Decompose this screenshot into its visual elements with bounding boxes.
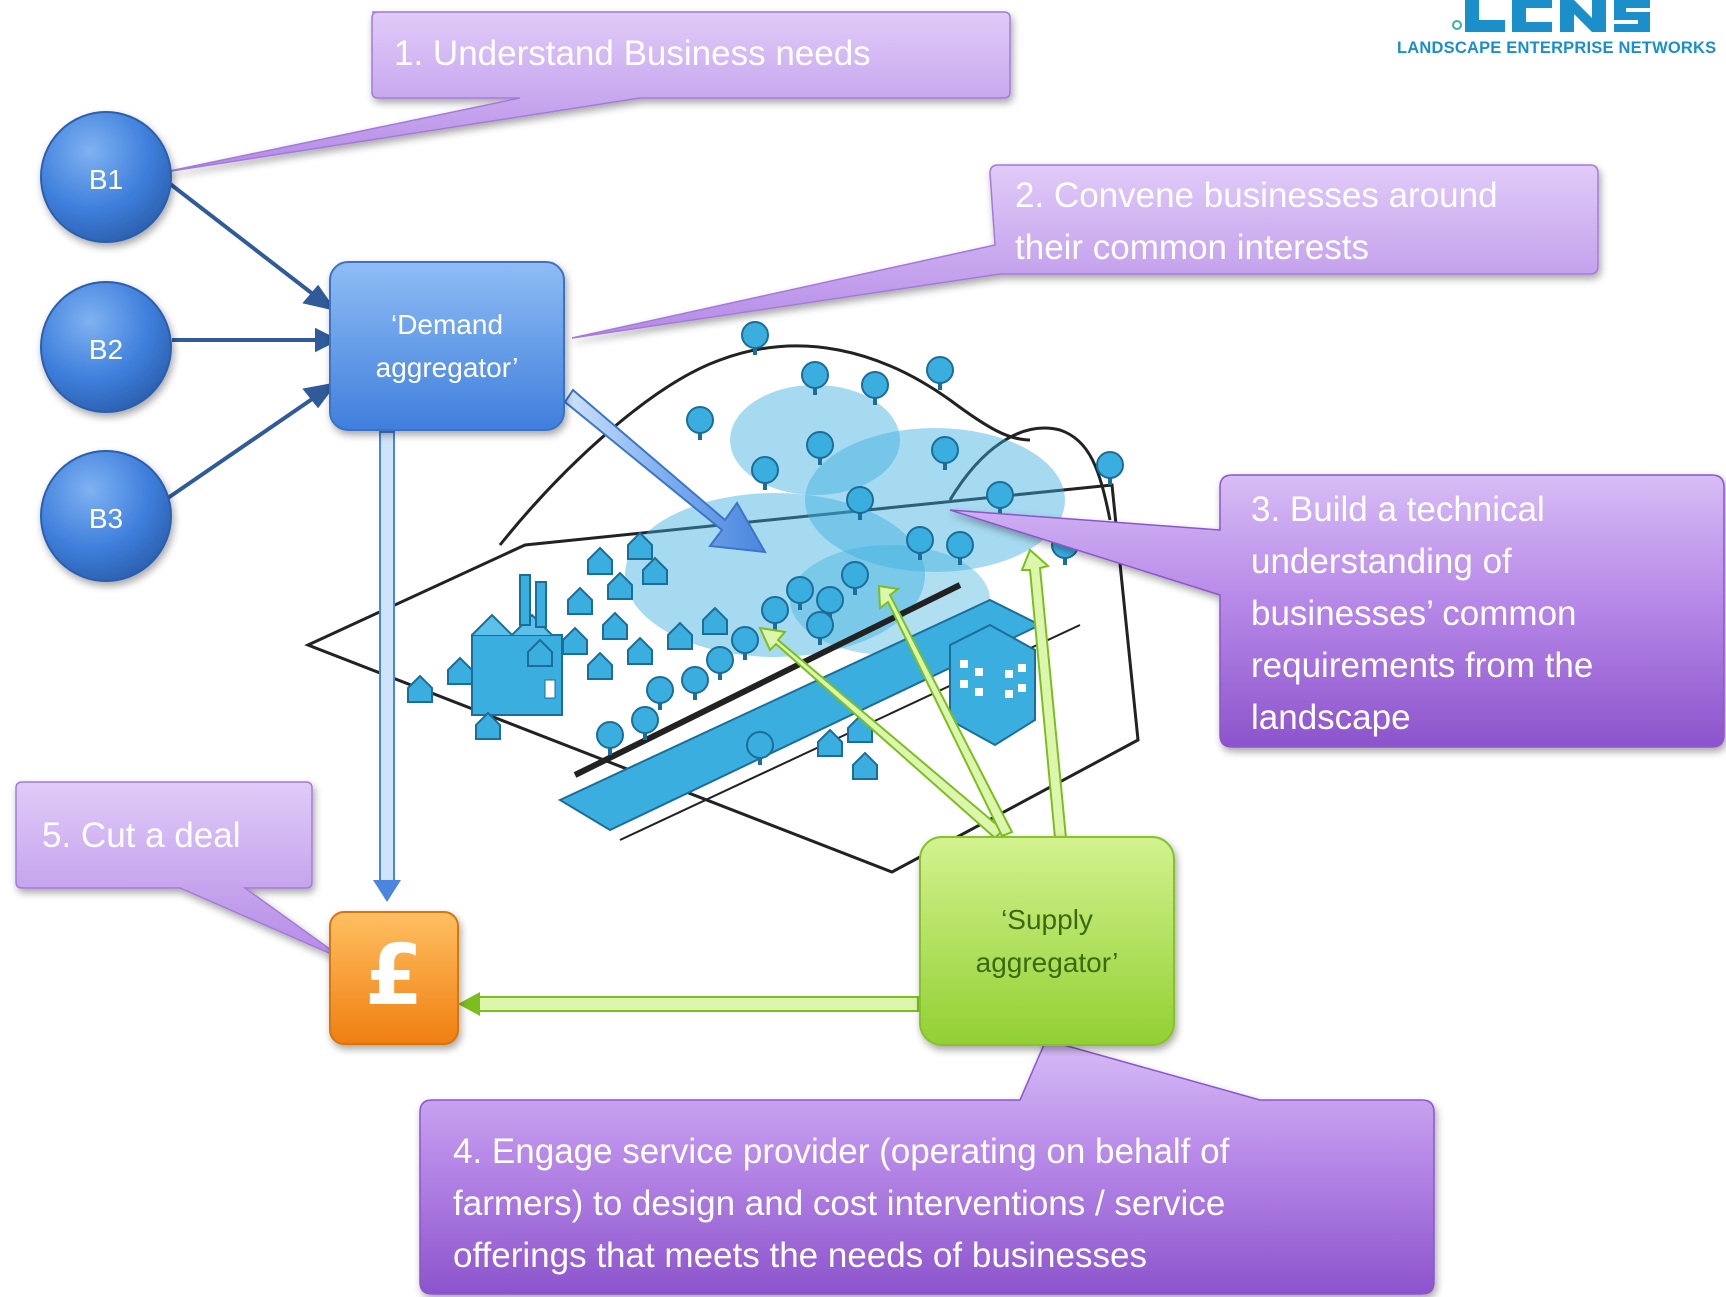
logo-tagline: LANDSCAPE ENTERPRISE NETWORKS (1397, 39, 1717, 57)
demand-to-deal-arrow (373, 431, 401, 902)
tree-icon (731, 626, 759, 660)
tree-icon (801, 361, 829, 395)
house-icon (475, 711, 501, 740)
house-icon (627, 531, 653, 560)
supply-to-landscape-arrows (758, 548, 1068, 840)
house-icon (562, 626, 588, 655)
callout-step1-shape (164, 11, 1011, 173)
house-icon (587, 546, 613, 575)
trees-group (596, 321, 1124, 765)
tree-icon (746, 731, 774, 765)
lens-logo (1452, 0, 1650, 32)
supply-aggregator-node (919, 836, 1175, 1046)
callout-step5-shape (15, 781, 346, 961)
house-icon (817, 728, 843, 757)
callout-step2-shape (571, 164, 1599, 339)
house-icon (602, 611, 628, 640)
business-b3-node (40, 450, 172, 582)
business-b1-node (40, 111, 172, 243)
house-icon (702, 606, 728, 635)
tree-icon (841, 561, 869, 595)
factory-icon (471, 574, 563, 716)
tree-icon (816, 586, 844, 620)
house-icon (407, 674, 433, 703)
tree-icon (646, 676, 674, 710)
demand-to-landscape-arrow (563, 388, 767, 554)
tree-icon (986, 481, 1014, 515)
house-icon (607, 571, 633, 600)
tree-icon (926, 356, 954, 390)
house-icon (587, 651, 613, 680)
tree-icon (806, 431, 834, 465)
tree-icon (861, 371, 889, 405)
house-icon (527, 638, 553, 667)
callout-step4-shape (419, 1039, 1435, 1295)
tree-icon (706, 646, 734, 680)
office-building-icon (949, 623, 1036, 747)
tree-icon (741, 321, 769, 355)
tree-icon (806, 611, 834, 645)
tree-icon (946, 531, 974, 565)
callout-step3-shape (949, 474, 1725, 748)
tree-icon (631, 706, 659, 740)
tree-icon (931, 436, 959, 470)
house-icon (852, 751, 878, 780)
house-icon (447, 656, 473, 685)
tree-icon (761, 596, 789, 630)
tree-icon (751, 456, 779, 490)
tree-icon (681, 666, 709, 700)
business-b2-node (40, 281, 172, 413)
business-to-demand-arrows (163, 178, 340, 502)
tree-icon (686, 406, 714, 440)
tree-icon (596, 721, 624, 755)
tree-icon (1096, 451, 1124, 485)
house-icon (667, 621, 693, 650)
tree-icon (846, 486, 874, 520)
supply-to-deal-arrow (458, 992, 919, 1016)
house-icon (567, 586, 593, 615)
tree-icon (906, 526, 934, 560)
tree-icon (786, 576, 814, 610)
deal-node (329, 911, 459, 1045)
demand-aggregator-node (329, 261, 565, 431)
houses-group (407, 531, 878, 780)
house-icon (627, 636, 653, 665)
